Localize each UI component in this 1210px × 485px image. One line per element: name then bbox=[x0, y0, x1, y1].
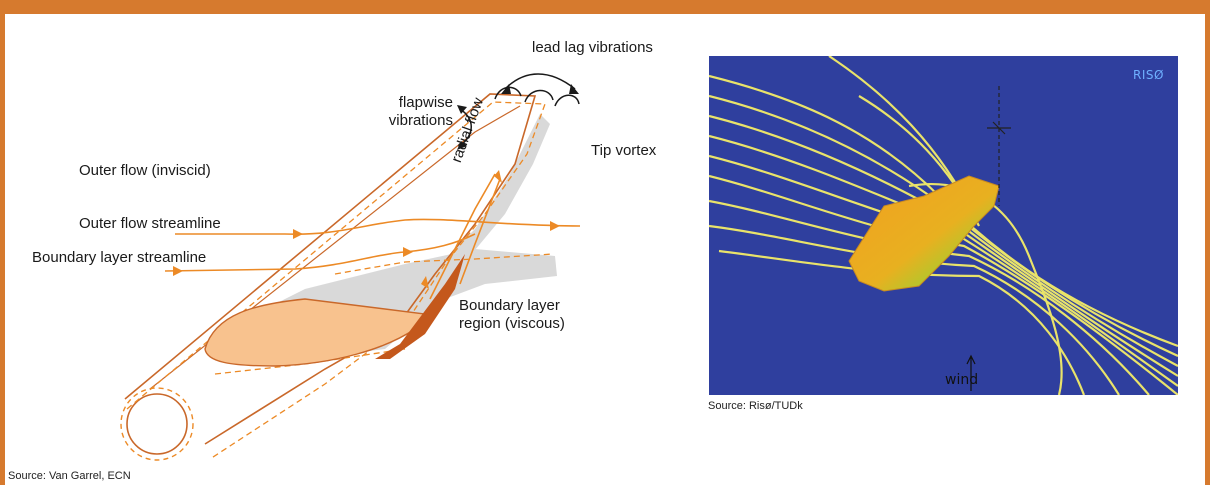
streamline bbox=[718, 249, 1086, 395]
arrowhead bbox=[457, 141, 467, 150]
blade-flow-diagram bbox=[120, 73, 581, 461]
separated-flow-region bbox=[204, 298, 427, 367]
source-right: Source: Risø/TUDk bbox=[708, 400, 803, 412]
boundary-layer-streamline-label: Boundary layer streamline bbox=[32, 249, 207, 266]
streamlines bbox=[164, 173, 581, 300]
source-left: Source: Van Garrel, ECN bbox=[8, 470, 131, 482]
blade-root-circle bbox=[126, 393, 188, 455]
blade-root-dashed bbox=[120, 387, 194, 461]
lead-lag-label: lead lag vibrations bbox=[532, 39, 653, 56]
lead-lag-arrow bbox=[504, 73, 576, 90]
radial-flow-path-2 bbox=[429, 173, 496, 300]
outer-flow-label: Outer flow (inviscid) bbox=[79, 162, 211, 179]
vibration-arrows bbox=[459, 73, 580, 147]
simulation-image: RISØ wind bbox=[709, 56, 1178, 395]
arrowhead bbox=[569, 84, 579, 94]
simulation-render bbox=[709, 56, 1178, 395]
blade-inner-line bbox=[149, 105, 521, 390]
tip-vortex-curl-3 bbox=[554, 94, 580, 107]
boundary-layer-streamline-path bbox=[164, 233, 476, 272]
boundary-layer-region-label: Boundary layer region (viscous) bbox=[459, 297, 565, 332]
arrowhead bbox=[403, 247, 413, 257]
arrowhead bbox=[550, 221, 560, 231]
wind-arrow bbox=[966, 354, 976, 391]
streamline-arrowheads bbox=[173, 170, 560, 289]
blade-body bbox=[848, 175, 1000, 292]
arrowhead bbox=[421, 276, 429, 289]
arrowhead bbox=[501, 84, 511, 94]
streamline bbox=[709, 199, 1150, 395]
deformed-blade-dashed bbox=[126, 101, 546, 460]
boundary-dashed bbox=[334, 253, 554, 275]
wind-label: wind bbox=[945, 372, 979, 388]
radial-flow-path-1 bbox=[459, 178, 501, 285]
streamline bbox=[709, 224, 1120, 395]
outer-flow-streamline-path bbox=[175, 218, 581, 236]
streamline bbox=[709, 174, 1178, 395]
arrowhead bbox=[457, 105, 467, 114]
vibration-arrowheads bbox=[457, 84, 579, 150]
tip-vortex-curl-2 bbox=[524, 89, 554, 103]
rotor-symbol bbox=[987, 121, 1011, 135]
flapwise-label: flapwise vibrations bbox=[388, 94, 453, 129]
arrowhead bbox=[173, 266, 183, 276]
blade-gray-strip bbox=[450, 114, 550, 254]
flapwise-arrow bbox=[459, 108, 472, 147]
risoe-logo: RISØ bbox=[1133, 68, 1164, 82]
outer-flow-streamline-label: Outer flow streamline bbox=[79, 215, 221, 232]
tip-vortex-label: Tip vortex bbox=[591, 142, 657, 159]
arrowhead bbox=[293, 229, 303, 239]
arrowhead bbox=[494, 170, 502, 183]
